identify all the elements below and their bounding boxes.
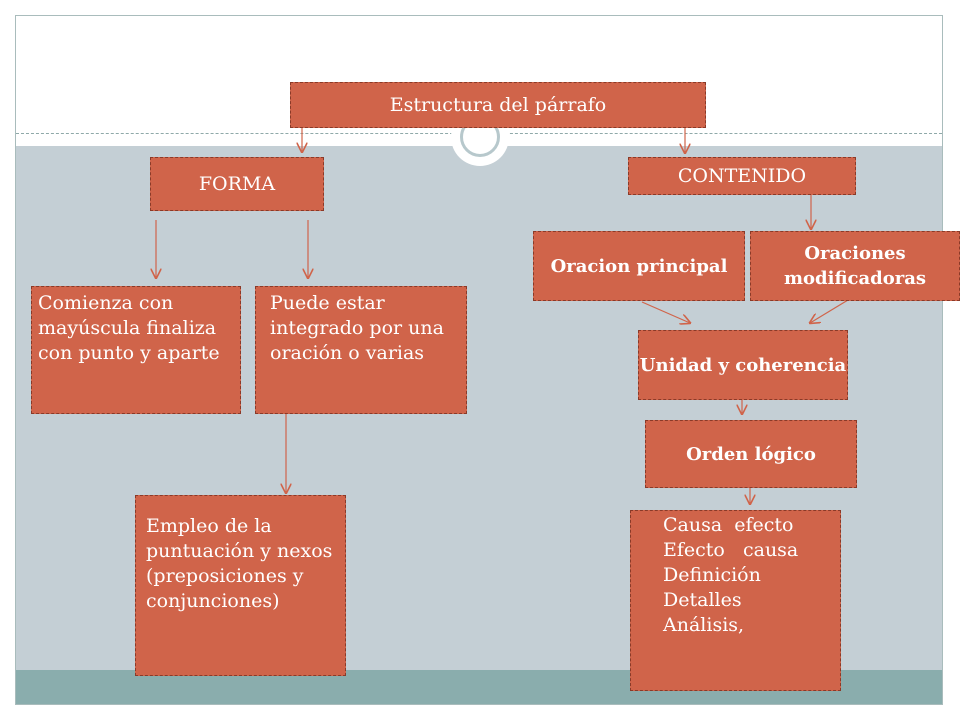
comienza-text: Comienza con mayúscula finaliza con punt… [38, 292, 220, 364]
modificadoras-label: Oraciones modificadoras [783, 243, 927, 289]
unidad-box: Unidad y coherencia [638, 330, 848, 400]
contenido-box: CONTENIDO [628, 157, 856, 195]
forma-label: FORMA [198, 172, 276, 195]
forma-box: FORMA [150, 157, 324, 211]
tipo-item: Detalles [663, 589, 742, 611]
orden-label: Orden lógico [686, 443, 816, 465]
arrow-principal-to-unidad [641, 301, 690, 323]
tipo-item: Efecto causa [663, 539, 799, 561]
tipo-item: Análisis, [663, 614, 745, 636]
empleo-box: Empleo de la puntuación y nexos (preposi… [135, 495, 346, 676]
tipo-item: Definición [663, 564, 761, 586]
empleo-text: Empleo de la puntuación y nexos (preposi… [146, 515, 333, 612]
principal-label: Oracion principal [550, 255, 728, 277]
tipo-item: Causa efecto [663, 514, 794, 536]
comienza-box: Comienza con mayúscula finaliza con punt… [31, 286, 241, 414]
slide-frame [15, 15, 943, 705]
puede-text: Puede estar integrado por una oración o … [270, 292, 444, 364]
title-label: Estructura del párrafo [389, 93, 607, 116]
modificadoras-box: Oraciones modificadoras [750, 231, 960, 301]
tipos-box: Causa efecto Efecto causa Definición Det… [630, 510, 841, 691]
puede-box: Puede estar integrado por una oración o … [255, 286, 467, 414]
title-box: Estructura del párrafo [290, 82, 706, 128]
contenido-label: CONTENIDO [677, 164, 807, 187]
principal-box: Oracion principal [533, 231, 745, 301]
orden-box: Orden lógico [645, 420, 857, 488]
unidad-label: Unidad y coherencia [639, 354, 847, 376]
arrow-modificadoras-to-unidad [810, 299, 849, 323]
